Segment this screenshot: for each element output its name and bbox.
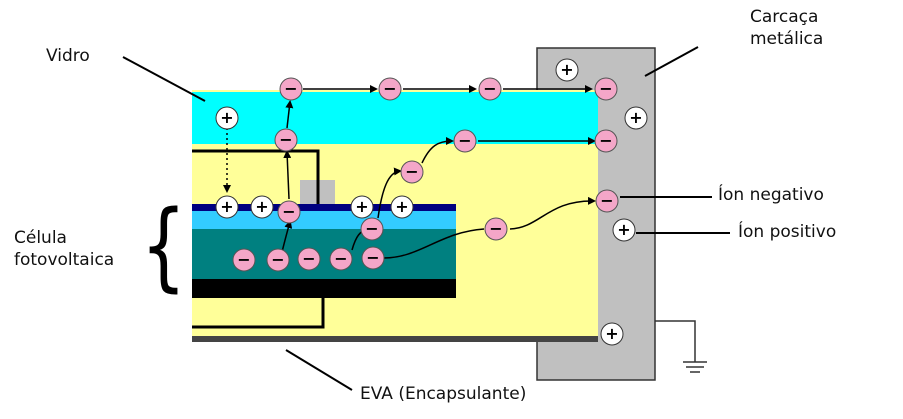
- negative-ion-icon: −: [400, 160, 424, 184]
- label-ion-negativo: Íon negativo: [718, 185, 824, 205]
- negative-ion-icon: −: [478, 77, 502, 101]
- positive-ion-icon: +: [555, 58, 579, 82]
- label-celula-line2: fotovoltaica: [14, 250, 115, 270]
- negative-ions: − − − − − − − − − − − − − − − − −: [232, 77, 619, 272]
- negative-ion-icon: −: [329, 247, 353, 271]
- positive-ion-icon: +: [215, 195, 239, 219]
- positive-ion-icon: +: [612, 218, 636, 242]
- path-arrow: [509, 196, 596, 230]
- path-arrow: [283, 150, 292, 200]
- label-carcaca-line1: Carcaça: [750, 7, 819, 27]
- svg-text:−: −: [366, 248, 379, 267]
- ground-icon: [655, 320, 707, 373]
- svg-text:−: −: [599, 131, 612, 150]
- svg-text:−: −: [302, 249, 315, 268]
- label-eva: EVA (Encapsulante): [360, 384, 527, 404]
- vidro-leader: [122, 56, 206, 102]
- svg-text:−: −: [599, 79, 612, 98]
- label-carcaca-line2: metálica: [750, 29, 824, 49]
- path-arrow: [285, 100, 294, 129]
- svg-text:−: −: [271, 250, 284, 269]
- negative-ion-icon: −: [453, 129, 477, 153]
- eva-leader: [285, 349, 353, 391]
- svg-text:+: +: [395, 197, 408, 216]
- positive-ion-icon: +: [350, 195, 374, 219]
- svg-text:+: +: [617, 220, 630, 239]
- bottom-wire: [192, 298, 325, 329]
- negative-ion-icon: −: [266, 248, 290, 272]
- label-celula-fotovoltaica: Célula fotovoltaica: [14, 227, 114, 271]
- svg-text:−: −: [334, 249, 347, 268]
- positive-ion-icon: +: [624, 106, 648, 130]
- top-wire: [192, 149, 320, 204]
- svg-text:+: +: [220, 108, 233, 127]
- label-vidro: Vidro: [46, 46, 90, 66]
- svg-text:−: −: [282, 202, 295, 221]
- positive-ion-icon: +: [250, 195, 274, 219]
- svg-text:−: −: [483, 79, 496, 98]
- cell-back-contact: [192, 279, 456, 298]
- svg-text:+: +: [255, 197, 268, 216]
- negative-ion-icon: −: [594, 77, 618, 101]
- negative-ion-icon: −: [361, 246, 385, 270]
- path-arrow: [383, 228, 485, 259]
- cell-body: [192, 229, 456, 279]
- svg-text:+: +: [605, 324, 618, 343]
- carcaca-leader: [644, 46, 699, 77]
- negative-ion-icon: −: [594, 129, 618, 153]
- svg-text:−: −: [279, 130, 292, 149]
- label-celula-line1: Célula: [14, 228, 67, 248]
- glass-layer: [192, 92, 598, 144]
- negative-ion-icon: −: [277, 200, 301, 224]
- svg-text:−: −: [600, 191, 613, 210]
- negative-ion-icon: −: [595, 189, 619, 213]
- curly-brace-icon: {: [140, 190, 187, 302]
- svg-text:−: −: [383, 79, 396, 98]
- label-ion-positivo: Íon positivo: [738, 222, 837, 242]
- svg-text:+: +: [220, 197, 233, 216]
- path-arrow: [421, 137, 454, 164]
- positive-ions: + + + + + + + + +: [215, 58, 648, 346]
- cell-top-electrode: [192, 204, 456, 211]
- back-sheet: [192, 336, 598, 342]
- svg-text:−: −: [365, 219, 378, 238]
- svg-text:+: +: [560, 60, 573, 79]
- negative-ion-icon: −: [484, 217, 508, 241]
- svg-text:+: +: [629, 108, 642, 127]
- positive-ion-icon: +: [390, 195, 414, 219]
- path-arrow: [377, 167, 402, 219]
- negative-ion-icon: −: [232, 248, 256, 272]
- negative-ion-icon: −: [360, 217, 384, 241]
- svg-text:−: −: [284, 79, 297, 98]
- svg-text:−: −: [489, 219, 502, 238]
- negative-ion-icon: −: [279, 77, 303, 101]
- svg-text:+: +: [355, 197, 368, 216]
- svg-text:−: −: [458, 131, 471, 150]
- negative-ion-icon: −: [297, 247, 321, 271]
- negative-ion-icon: −: [378, 77, 402, 101]
- label-carcaca-metalica: Carcaça metálica: [750, 6, 823, 50]
- svg-text:−: −: [237, 250, 250, 269]
- positive-ion-icon: +: [600, 322, 624, 346]
- path-arrow: [281, 220, 293, 253]
- positive-ion-icon: +: [215, 106, 239, 130]
- negative-ion-icon: −: [274, 128, 298, 152]
- svg-text:−: −: [405, 162, 418, 181]
